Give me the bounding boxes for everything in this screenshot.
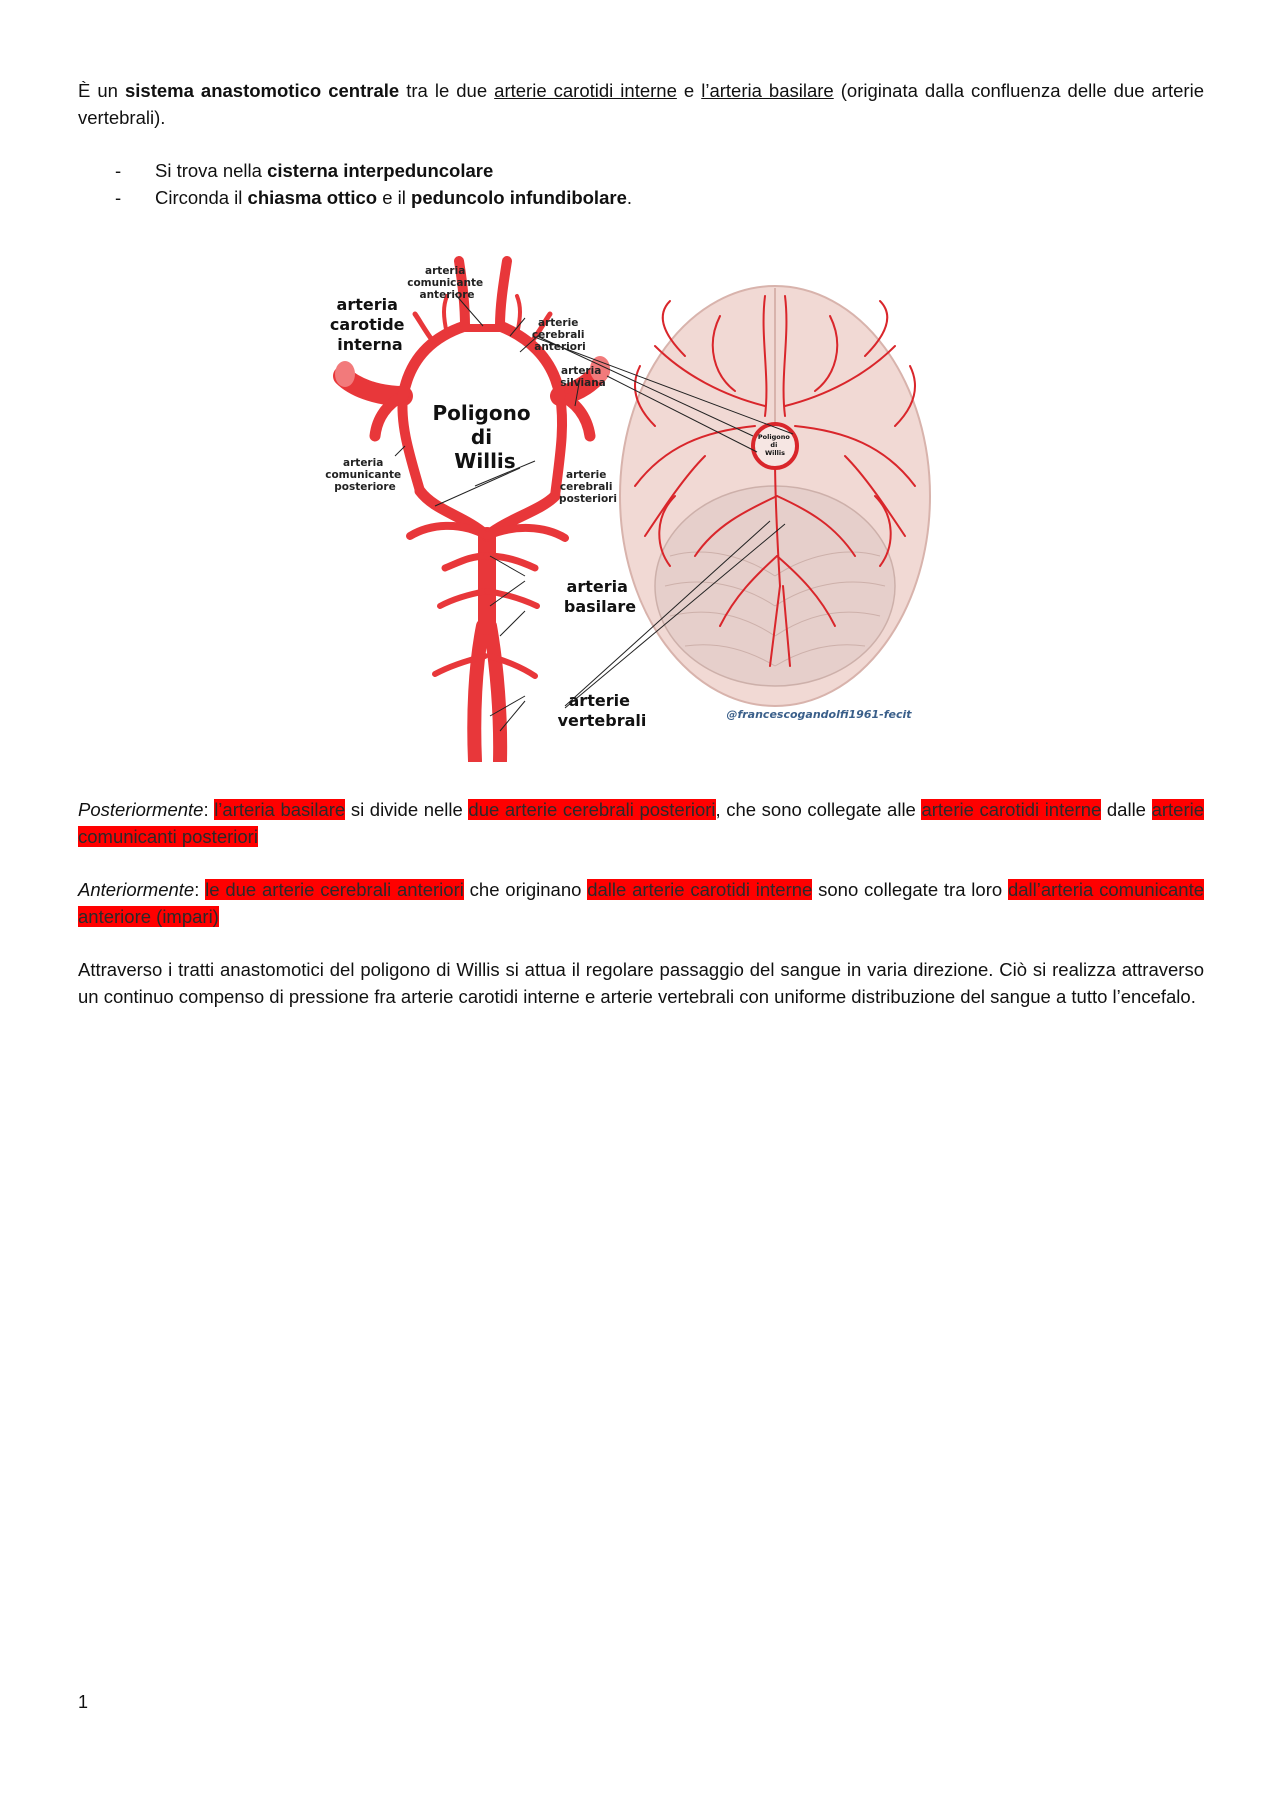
intro-bold-term: sistema anastomotico centrale (124, 80, 400, 101)
list-item: - Circonda il chiasma ottico e il pedunc… (115, 184, 632, 211)
willis-figure: arteria comunicante anteriore arteria ca… (325, 256, 945, 768)
bullet-text: . (626, 187, 632, 208)
list-item: - Si trova nella cisterna interpeduncola… (115, 157, 632, 184)
intro-underlined-term: arterie carotidi interne (494, 80, 677, 101)
label-arteria-silviana: arteria silviana (560, 365, 606, 389)
anterior-label: Anteriormente (78, 879, 195, 900)
paragraph-text: che originano (463, 879, 588, 900)
bullet-text: e il (377, 187, 412, 208)
label-arteria-comunicante-anteriore: arteria comunicante anteriore (407, 265, 487, 301)
label-arteria-carotide-interna: arteria carotide interna (330, 295, 410, 354)
bullet-list: - Si trova nella cisterna interpeduncola… (115, 157, 632, 211)
brain-illustration: Poligono di Willis (536, 285, 931, 709)
highlight: arterie carotidi interne (921, 799, 1102, 820)
intro-text: (originata dalla confluenza delle due ar… (78, 80, 1204, 128)
bullet-bold-term: peduncolo infundibolare (411, 187, 627, 208)
bullet-bold-term: chiasma ottico (247, 187, 378, 208)
highlight: due arterie cerebrali posteriori (468, 799, 716, 820)
bullet-text: Circonda il (155, 187, 248, 208)
paragraph-text: sono collegate tra loro (812, 879, 1008, 900)
label-arteria-basilare: arteria basilare (564, 577, 636, 616)
paragraph-text: si divide nelle (345, 799, 469, 820)
brain-willis-label: Poligono di Willis (758, 433, 792, 457)
separator: : (194, 879, 206, 900)
intro-underlined-term: l’arteria basilare (701, 80, 834, 101)
separator: : (203, 799, 215, 820)
page-number: 1 (78, 1692, 89, 1712)
artery-schematic: arteria comunicante anteriore arteria ca… (325, 256, 647, 768)
paragraph-text: dalle (1101, 799, 1152, 820)
label-poligono-di-willis: Poligono di Willis (432, 401, 537, 473)
paragraph-text: , che sono collegate alle (715, 799, 922, 820)
bullet-dash: - (115, 187, 122, 208)
posterior-paragraph: Posteriormente: l’arteria basilare si di… (78, 796, 1205, 850)
bullet-dash: - (115, 160, 122, 181)
label-arterie-vertebrali: arterie vertebrali (558, 691, 647, 730)
posterior-label: Posteriormente (78, 799, 204, 820)
label-arterie-cerebrali-anteriori: arterie cerebrali anteriori (532, 317, 588, 353)
intro-paragraph: È un sistema anastomotico centrale tra l… (78, 77, 1204, 131)
highlight: dalle arterie carotidi interne (587, 879, 813, 900)
closing-paragraph: Attraverso i tratti anastomotici del pol… (78, 959, 1204, 1007)
label-arterie-cerebrali-posteriori: arterie cerebrali posteriori (559, 469, 617, 505)
figure-credit: @francescogandolfi1961-fecit (726, 708, 912, 721)
willis-illustration: arteria comunicante anteriore arteria ca… (325, 256, 931, 768)
anterior-paragraph: Anteriormente: le due arterie cerebrali … (78, 876, 1205, 930)
intro-text: e (676, 80, 702, 101)
bullet-text: Si trova nella (155, 160, 268, 181)
bullet-bold-term: cisterna interpeduncolare (267, 160, 494, 181)
intro-text: È un (78, 80, 125, 101)
highlight: le due arterie cerebrali anteriori (205, 879, 464, 900)
highlight: l’arteria basilare (214, 799, 346, 820)
intro-text: tra le due (399, 80, 495, 101)
label-arteria-comunicante-posteriore: arteria comunicante posteriore (325, 457, 405, 493)
